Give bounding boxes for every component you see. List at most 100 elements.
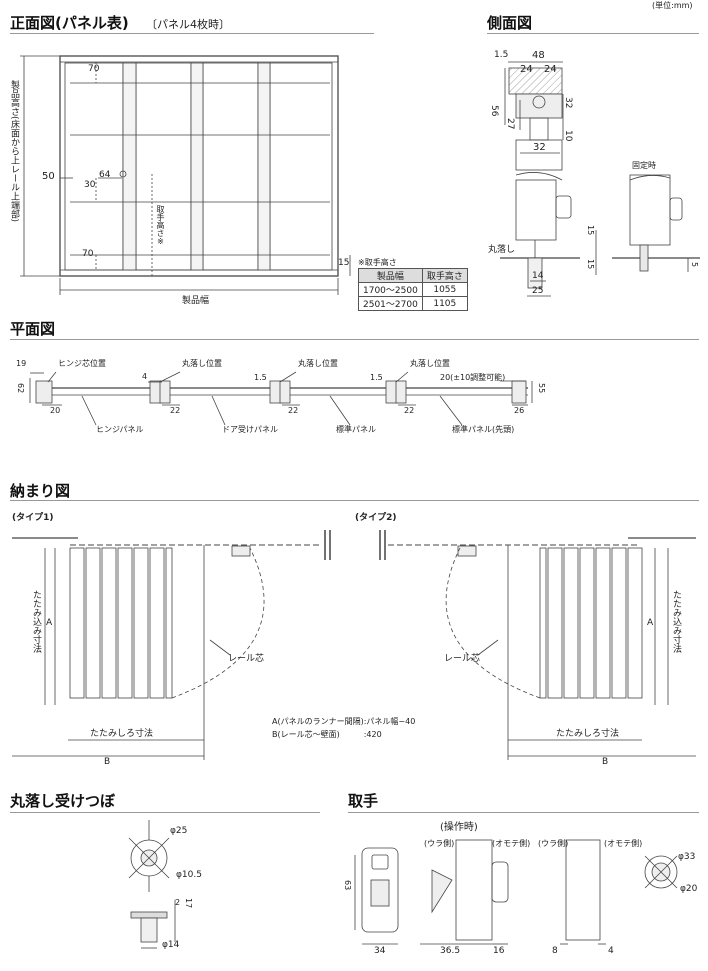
handle-dim-20: φ20 bbox=[680, 884, 698, 894]
socket-rule bbox=[10, 812, 320, 813]
plan-label-drop-2: 丸落し位置 bbox=[298, 359, 338, 368]
side-view-drawing bbox=[500, 61, 700, 297]
handle-back-side-label: (ウラ側) bbox=[424, 839, 455, 848]
handle-dim-34: 34 bbox=[374, 946, 386, 956]
front-dim-50: 50 bbox=[42, 171, 55, 182]
fit-type2-label: (タイプ2) bbox=[355, 513, 397, 523]
fit-fold-margin-1: たたみしろ寸法 bbox=[90, 729, 154, 739]
side-view-title: 側面図 bbox=[487, 14, 533, 32]
side-dim-32v: 32 bbox=[563, 97, 573, 109]
side-dim-32h: 32 bbox=[533, 142, 546, 153]
socket-drawing bbox=[128, 820, 176, 949]
side-dim-24a: 24 bbox=[520, 64, 533, 75]
handle-dim-33: φ33 bbox=[678, 852, 696, 862]
table-cell: 1055 bbox=[421, 282, 468, 297]
front-dim-64: 64 bbox=[99, 170, 111, 180]
front-view-title: 正面図(パネル表) bbox=[10, 14, 129, 32]
front-dim-70-bottom: 70 bbox=[82, 249, 94, 259]
side-dim-24b: 24 bbox=[544, 64, 557, 75]
front-dim-15: 15 bbox=[338, 258, 350, 268]
socket-dim-10-5: φ10.5 bbox=[176, 870, 202, 880]
side-fixed-label: 固定時 bbox=[632, 161, 656, 170]
handle-dim-16: 16 bbox=[493, 946, 505, 956]
side-dim-15b: 15 bbox=[586, 259, 595, 270]
plan-label-door-panel: ドア受けパネル bbox=[222, 425, 278, 434]
fit-a-1: A bbox=[46, 618, 53, 628]
table-header-width: 製品幅 bbox=[358, 268, 423, 283]
plan-dim-1-5b: 1.5 bbox=[370, 373, 383, 382]
plan-dim-62: 62 bbox=[16, 383, 25, 394]
handle-height-table: 製品幅 取手高さ 1700〜2500 1055 2501〜2700 1105 bbox=[358, 268, 468, 311]
front-handle-height-label: 取手高さ※ bbox=[156, 205, 165, 246]
side-rule bbox=[487, 33, 699, 34]
front-note: ※取手高さ bbox=[358, 258, 397, 267]
side-dim-25: 25 bbox=[532, 286, 544, 296]
plan-adjust-label: 20(±10調整可能) bbox=[440, 373, 506, 382]
side-dim-56: 56 bbox=[489, 105, 499, 117]
handle-drawing bbox=[354, 839, 678, 945]
plan-rule bbox=[10, 339, 699, 340]
plan-label-hinge-center: ヒンジ芯位置 bbox=[58, 359, 106, 368]
front-dim-70-top: 70 bbox=[88, 64, 100, 74]
fit-fold-margin-2: たたみしろ寸法 bbox=[556, 729, 620, 739]
handle-dim-4: 4 bbox=[608, 946, 614, 956]
plan-dim-55: 55 bbox=[537, 383, 546, 394]
front-dim-30: 30 bbox=[84, 180, 96, 190]
fit-rail-center-2: レール芯 bbox=[444, 654, 481, 664]
plan-view-title: 平面図 bbox=[10, 320, 56, 338]
fit-b-2: B bbox=[602, 757, 609, 767]
front-view-drawing bbox=[20, 55, 351, 295]
fit-a-2: A bbox=[647, 618, 654, 628]
handle-back-side-label-2: (ウラ側) bbox=[538, 839, 569, 848]
fit-fold-dim-1: たたみ込み寸法 bbox=[31, 590, 41, 653]
table-cell: 1105 bbox=[421, 296, 468, 311]
front-view-subtitle: 〔パネル4枚時〕 bbox=[146, 18, 230, 31]
front-height-label: 製品高さ(床面から上レール上端部) bbox=[9, 80, 19, 223]
table-cell: 1700〜2500 bbox=[358, 282, 423, 297]
plan-dim-22c: 22 bbox=[404, 406, 415, 415]
unit-label: (単位:mm) bbox=[652, 1, 693, 10]
plan-label-drop-1: 丸落し位置 bbox=[182, 359, 222, 368]
handle-dim-63: 63 bbox=[343, 880, 352, 891]
side-dim-27: 27 bbox=[505, 118, 515, 130]
plan-dim-19: 19 bbox=[16, 359, 27, 368]
fit-view-title: 納まり図 bbox=[10, 482, 71, 500]
socket-dim-14: φ14 bbox=[162, 940, 180, 950]
handle-dim-36-5: 36.5 bbox=[440, 946, 461, 956]
fit-rule bbox=[10, 500, 699, 501]
handle-dim-8: 8 bbox=[552, 946, 558, 956]
plan-dim-20: 20 bbox=[50, 406, 61, 415]
front-width-label: 製品幅 bbox=[182, 296, 210, 306]
handle-front-side-label-2: (オモテ側) bbox=[604, 839, 643, 848]
fit-b-1: B bbox=[104, 757, 111, 767]
plan-dim-22a: 22 bbox=[170, 406, 181, 415]
socket-dim-17: 17 bbox=[184, 898, 193, 909]
plan-label-hinge-panel: ヒンジパネル bbox=[96, 425, 144, 434]
side-marugoshi-label: 丸落し bbox=[488, 245, 516, 255]
side-dim-15a: 15 bbox=[586, 225, 595, 236]
plan-view-drawing bbox=[29, 371, 533, 426]
plan-dim-26: 26 bbox=[514, 406, 525, 415]
fit-type1-label: (タイプ1) bbox=[12, 513, 54, 523]
fit-note-a: A(パネルのランナー間隔):パネル幅−40 bbox=[272, 717, 416, 726]
fit-fold-dim-2: たたみ込み寸法 bbox=[671, 590, 681, 653]
plan-dim-4: 4 bbox=[142, 372, 148, 381]
side-dim-1-5: 1.5 bbox=[494, 50, 509, 60]
socket-title: 丸落し受けつぼ bbox=[10, 792, 116, 810]
side-dim-14: 14 bbox=[532, 271, 544, 281]
handle-front-side-label: (オモテ側) bbox=[492, 839, 531, 848]
side-dim-10: 10 bbox=[563, 130, 573, 142]
plan-dim-1-5a: 1.5 bbox=[254, 373, 267, 382]
fit-rail-center-1: レール芯 bbox=[228, 654, 265, 664]
handle-title: 取手 bbox=[348, 792, 379, 810]
fit-type1-drawing bbox=[12, 530, 331, 760]
socket-dim-2: 2 bbox=[175, 898, 181, 907]
handle-operating-label: (操作時) bbox=[440, 822, 478, 833]
plan-dim-22b: 22 bbox=[288, 406, 299, 415]
plan-label-standard-panel: 標準パネル bbox=[336, 425, 376, 434]
table-header-height: 取手高さ bbox=[421, 268, 468, 283]
plan-label-lead-panel: 標準パネル(先頭) bbox=[452, 425, 515, 434]
side-dim-5: 5 bbox=[690, 262, 699, 268]
fit-type2-drawing bbox=[379, 530, 696, 760]
